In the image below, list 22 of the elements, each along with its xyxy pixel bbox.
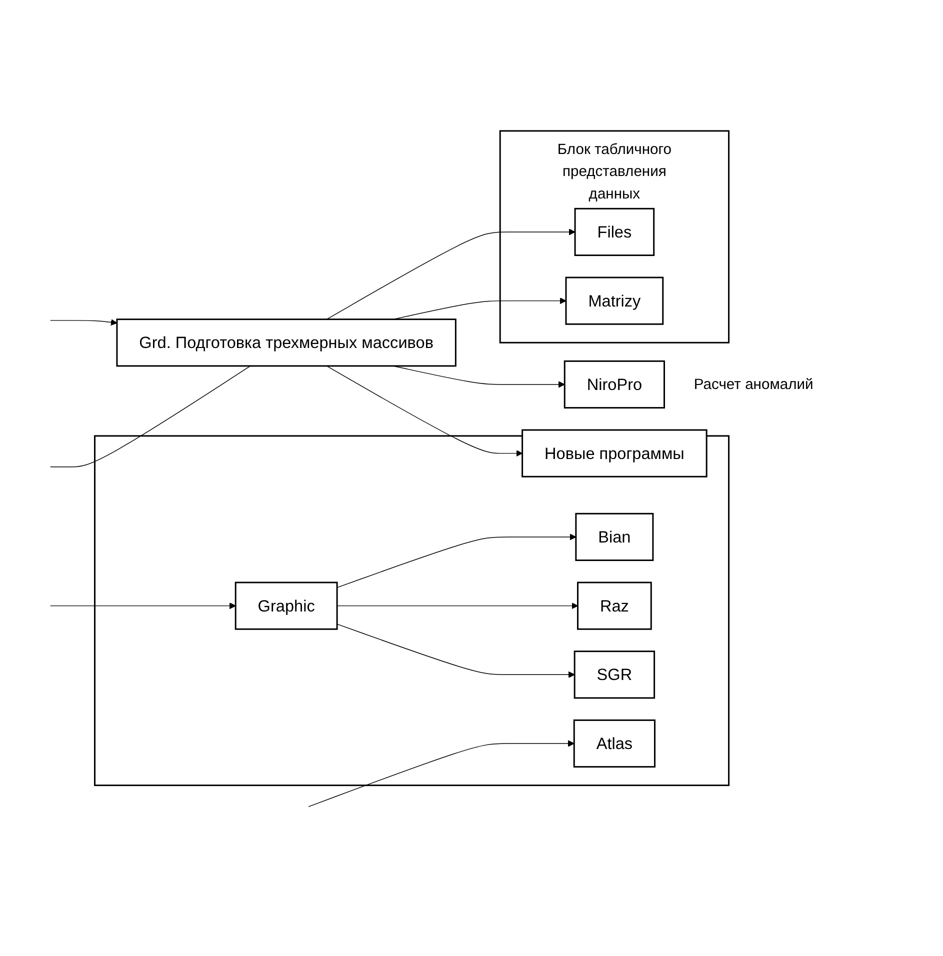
node-box: Matrizy — [565, 276, 664, 324]
node-label: Расчет аномалий — [694, 376, 814, 392]
connector — [50, 365, 251, 467]
arrow — [50, 318, 118, 326]
arrow — [326, 228, 576, 320]
cluster — [94, 434, 730, 786]
arrow — [336, 623, 575, 678]
node-box: NiroPro — [564, 360, 665, 408]
arrow — [392, 365, 565, 388]
node-box: Grd. Подготовка трехмерных массивов — [116, 318, 456, 366]
node-box: Новые программы — [522, 428, 708, 477]
arrow — [308, 740, 574, 807]
node-box: Atlas — [573, 718, 656, 768]
node-box: Bian — [575, 512, 654, 561]
node-box: Graphic — [234, 581, 338, 630]
arrow — [326, 365, 523, 456]
node-box: SGR — [574, 650, 656, 698]
arrow — [336, 533, 576, 588]
arrow — [336, 602, 578, 609]
node-box: Raz — [577, 581, 652, 630]
node-box: Files — [574, 207, 655, 256]
arrow — [50, 602, 236, 609]
